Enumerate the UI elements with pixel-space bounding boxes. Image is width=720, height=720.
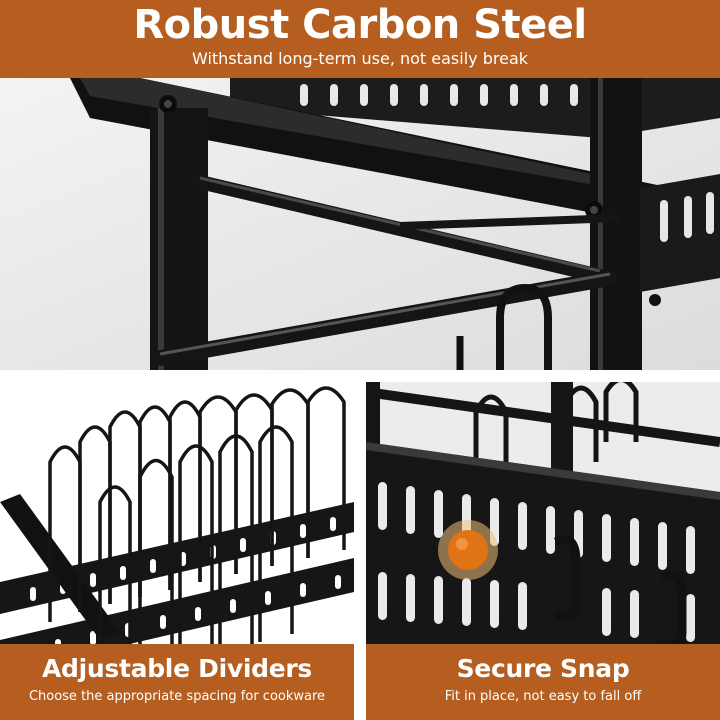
top-banner: Robust Carbon Steel Withstand long-term … (0, 0, 720, 78)
snap-title: Secure Snap (456, 654, 630, 683)
snap-banner: Secure Snap Fit in place, not easy to fa… (366, 644, 720, 720)
dividers-title: Adjustable Dividers (42, 654, 312, 683)
snap-subtitle: Fit in place, not easy to fall off (444, 689, 642, 704)
carbon-steel-photo (0, 78, 720, 370)
top-banner-subtitle: Withstand long-term use, not easily brea… (191, 49, 529, 68)
rack-closeup-illustration (0, 78, 720, 370)
snap-highlight-dot (448, 530, 488, 570)
dividers-subtitle: Choose the appropriate spacing for cookw… (28, 689, 326, 704)
top-banner-title: Robust Carbon Steel (133, 2, 587, 48)
dividers-banner: Adjustable Dividers Choose the appropria… (0, 644, 354, 720)
